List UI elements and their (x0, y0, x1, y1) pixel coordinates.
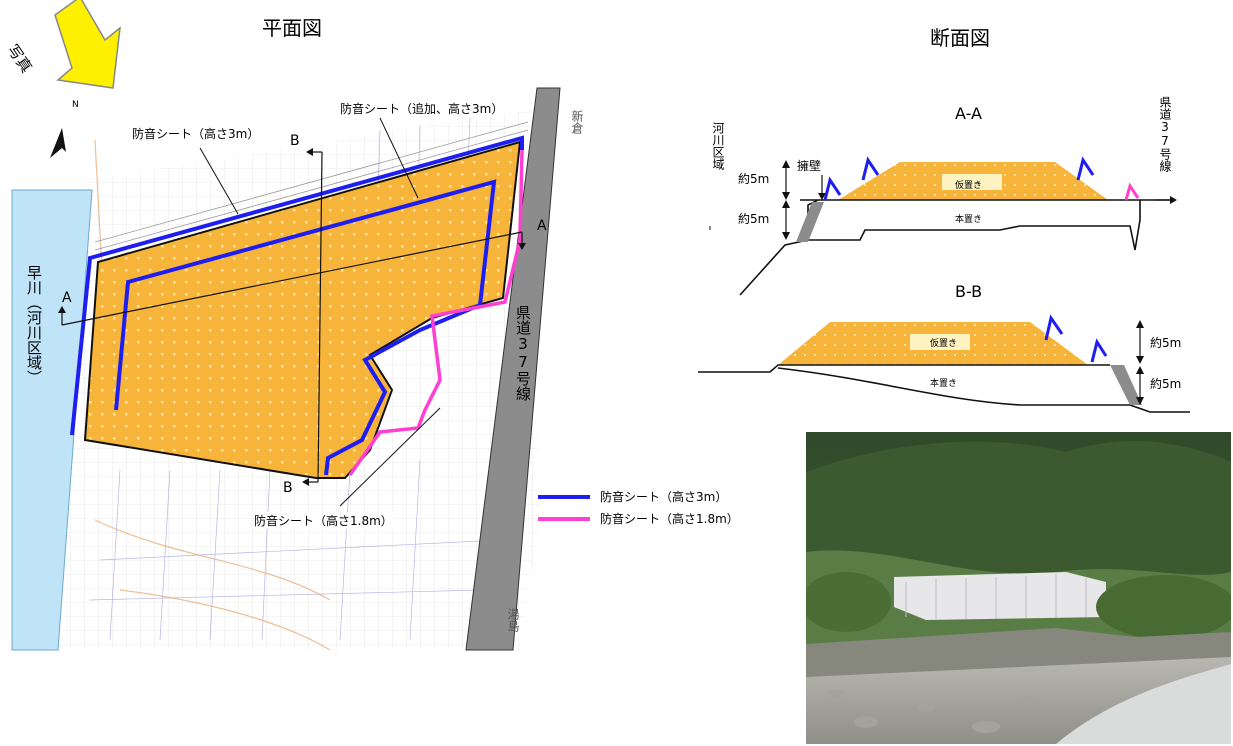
storage-area (83, 140, 522, 479)
callout-leader-18m (339, 407, 441, 507)
aa-retaining-wall (796, 202, 824, 242)
bb-height-upper: 約5m (1150, 336, 1182, 350)
callout-sheet-3m: 防音シート（高さ3m） (132, 127, 260, 141)
site-photo (806, 432, 1231, 744)
bb-height-lower: 約5m (1150, 377, 1182, 391)
bb-ground-bottom (777, 367, 1190, 413)
bb-temp-label: 仮置き (930, 339, 958, 349)
bb-sheet-top (1044, 314, 1064, 341)
sound-sheet-3m-inner (114, 179, 497, 476)
legend-label: 防音シート（高さ3m） (600, 490, 728, 504)
aa-sheet-top-left (861, 156, 880, 181)
sound-sheet-18m (348, 149, 524, 477)
aa-height-upper: 約5m (738, 172, 770, 186)
prefectural-road (465, 87, 561, 651)
north-label: N (72, 100, 79, 110)
photo-fenced-site (894, 572, 1106, 620)
section-bb-diagram (698, 314, 1190, 413)
bb-main-label: 本置き (930, 379, 958, 389)
aa-sheet-left-blue (823, 176, 842, 201)
section-b-bottom-label: B (283, 480, 293, 496)
callout-sheet-added: 防音シート（追加、高さ3m） (340, 102, 504, 116)
aa-height-lower: 約5m (738, 212, 770, 226)
photo-direction-arrow (54, 0, 121, 89)
section-title: 断面図 (930, 26, 990, 50)
road-label: 県道37号線 (514, 305, 532, 401)
plan-title: 平面図 (262, 16, 322, 40)
section-b-top-label: B (290, 133, 300, 149)
to-north-label: 新倉 (570, 110, 584, 134)
aa-sheet-top-right (1076, 156, 1095, 181)
bb-retaining-wall (1110, 365, 1142, 405)
section-a-left-label: A (62, 290, 72, 306)
bb-sheet-edge (1090, 338, 1108, 363)
north-arrow-icon (50, 128, 66, 158)
section-line-bb (317, 151, 323, 483)
aa-main-label: 本置き (955, 215, 983, 225)
aa-left-label: 河川区域 (711, 122, 725, 170)
bb-title: B-B (955, 282, 983, 301)
top-boundary-lines (94, 121, 529, 251)
legend-swatch-magenta (538, 516, 590, 521)
aa-wall-label: 擁壁 (797, 159, 822, 173)
aa-temp-label: 仮置き (955, 181, 983, 191)
section-a-right-label: A (537, 218, 547, 234)
plan-view (11, 0, 561, 651)
legend-item-3m: 防音シート（高さ3m） (538, 488, 727, 505)
aa-title: A-A (955, 104, 982, 123)
river (11, 189, 93, 651)
to-south-label: 湯島 (506, 608, 520, 632)
aa-ground-bottom (808, 200, 1141, 251)
callout-leader-3m (199, 147, 239, 215)
legend-swatch-blue (538, 494, 590, 499)
callout-leader-added (379, 117, 419, 199)
callout-sheet-18m: 防音シート（高さ1.8m） (254, 512, 393, 529)
section-line-aa (61, 231, 523, 326)
legend-item-18m: 防音シート（高さ1.8m） (538, 510, 739, 527)
aa-right-label: 県道37号線 (1158, 96, 1172, 172)
river-label: 早川（河川区域） (25, 265, 43, 385)
sound-sheet-3m-outer (70, 135, 524, 436)
section-aa-diagram (709, 156, 1177, 296)
legend-label: 防音シート（高さ1.8m） (600, 512, 739, 526)
aa-sheet-right-magenta (1124, 182, 1140, 201)
